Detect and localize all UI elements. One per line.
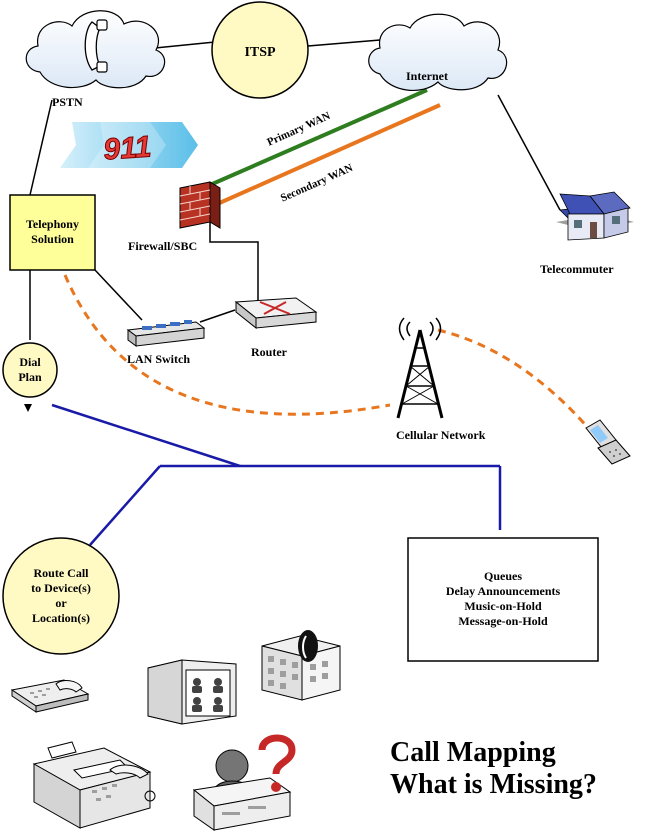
firewall-router-link	[209, 222, 259, 302]
route-line-trunk	[51, 403, 241, 468]
call-route-lines	[51, 403, 502, 546]
diagram-title: Call Mapping What is Missing?	[390, 737, 597, 801]
internet-telecommuter-link	[497, 94, 561, 211]
building-phone-icon	[261, 630, 341, 701]
itsp-label: ITSP	[244, 45, 276, 60]
title-line: What is Missing?	[390, 769, 597, 800]
primary-wan-label: Primary WAN	[265, 110, 332, 149]
route-call-label: Route Call to Device(s) or Location(s)	[6, 566, 116, 626]
pstn-label: PSTN	[52, 95, 83, 109]
route-call-bubble	[2, 537, 120, 655]
dial-plan-bubble	[2, 342, 58, 412]
internet-label: Internet	[406, 69, 448, 83]
lanswitch-router-link	[199, 309, 236, 323]
queues-line: Message-on-Hold	[458, 614, 548, 628]
telephony-solution-box	[9, 194, 96, 271]
queues-line: Music-on-Hold	[464, 599, 542, 613]
emergency-911-badge	[60, 122, 198, 168]
emergency-911-label: 911	[102, 130, 152, 166]
dial-plan-label: Dial Plan	[3, 355, 57, 385]
itsp-node	[211, 1, 309, 99]
queues-line: Queues	[483, 569, 522, 583]
pstn-telephony-link	[29, 99, 53, 196]
telephony-solution-line: Solution	[31, 232, 74, 246]
desk-phone-icon	[10, 679, 90, 713]
route-call-line: to Device(s)	[31, 581, 91, 595]
telephony-lanswitch-link	[94, 269, 143, 321]
dial-plan-line: Plan	[18, 370, 42, 384]
dial-plan-line: Dial	[19, 355, 41, 369]
question-person-icon	[192, 734, 296, 831]
pstn-cloud	[25, 10, 166, 89]
route-call-line: Location(s)	[32, 611, 90, 625]
internet-cloud	[368, 13, 508, 91]
secondary-wan-link	[214, 103, 441, 207]
firewall-icon	[179, 181, 221, 229]
route-call-line: or	[55, 596, 67, 610]
title-line: Call Mapping	[390, 737, 556, 768]
secondary-wan-label: Secondary WAN	[279, 162, 355, 205]
badge-arrow	[60, 122, 198, 168]
telecommuter-label: Telecommuter	[540, 262, 614, 276]
queues-box	[407, 537, 599, 662]
wireless-arc-left	[63, 274, 391, 416]
queues-label: Queues Delay Announcements Music-on-Hold…	[408, 569, 598, 629]
phone-icon	[84, 19, 108, 73]
route-line-left	[89, 465, 161, 546]
router-icon	[234, 297, 318, 330]
pstn-itsp-link	[154, 41, 216, 49]
lan-switch-icon	[126, 320, 206, 347]
route-call-line: Route Call	[33, 566, 89, 580]
queues-line: Delay Announcements	[445, 584, 561, 598]
cellular-network-label: Cellular Network	[396, 428, 486, 442]
primary-wan-link	[209, 88, 428, 187]
flip-phone-icon	[585, 419, 631, 465]
firewall-label: Firewall/SBC	[128, 239, 197, 253]
fax-machine-icon	[32, 741, 156, 829]
video-phone-icon	[147, 659, 237, 725]
house-icon	[556, 191, 634, 241]
cell-tower-icon	[396, 317, 444, 419]
itsp-internet-link	[307, 39, 381, 47]
telephony-solution-line: Telephony	[26, 217, 79, 231]
router-label: Router	[251, 345, 288, 359]
wireless-arc-right	[437, 328, 592, 431]
lan-switch-label: LAN Switch	[127, 352, 190, 366]
connector-lines	[29, 39, 561, 340]
telephony-solution-label: Telephony Solution	[10, 217, 95, 247]
